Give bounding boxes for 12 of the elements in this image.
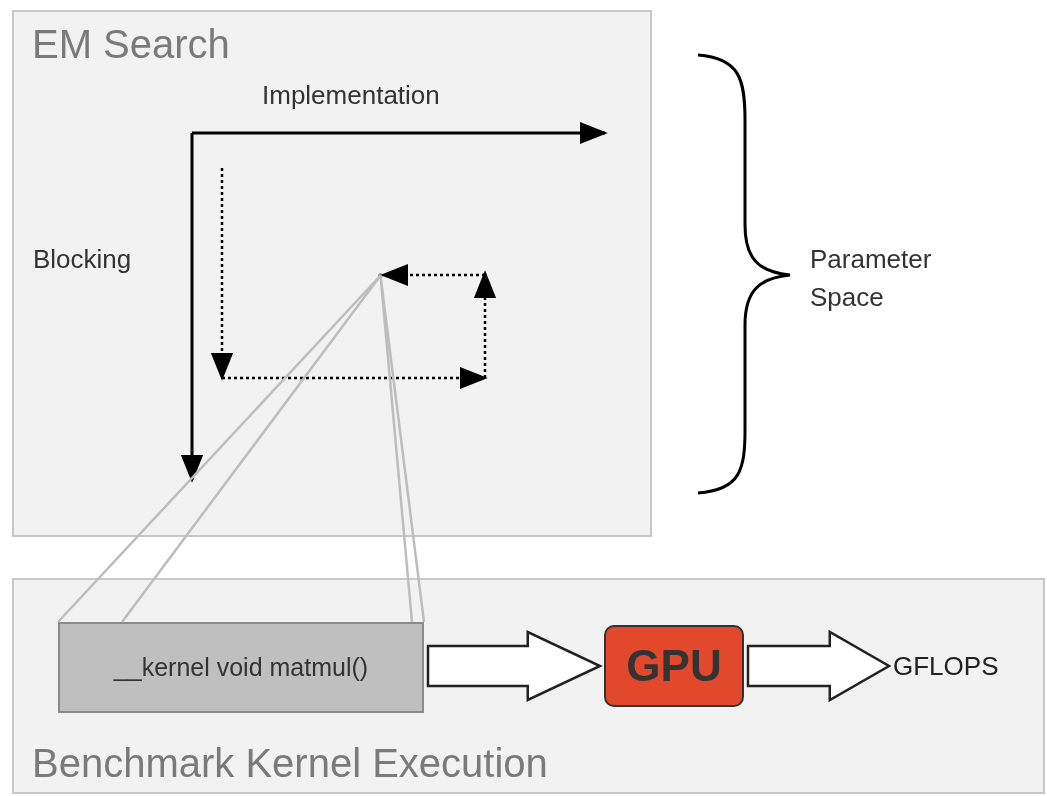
- brace-label: Parameter Space: [810, 243, 933, 314]
- panel-title: Benchmark Kernel Execution: [32, 741, 548, 786]
- panel-title: EM Search: [32, 22, 230, 67]
- block-arrow: [426, 630, 603, 702]
- result-text: GFLOPS: [893, 648, 999, 684]
- axis-label: Implementation: [262, 80, 440, 111]
- kernel-code-box: __kernel void matmul(): [58, 622, 424, 713]
- axis-label: Blocking: [33, 244, 132, 275]
- zoom-line: [56, 274, 426, 624]
- gpu-box: GPU: [604, 625, 744, 707]
- search-point: [378, 273, 383, 278]
- block-arrow: [746, 629, 892, 703]
